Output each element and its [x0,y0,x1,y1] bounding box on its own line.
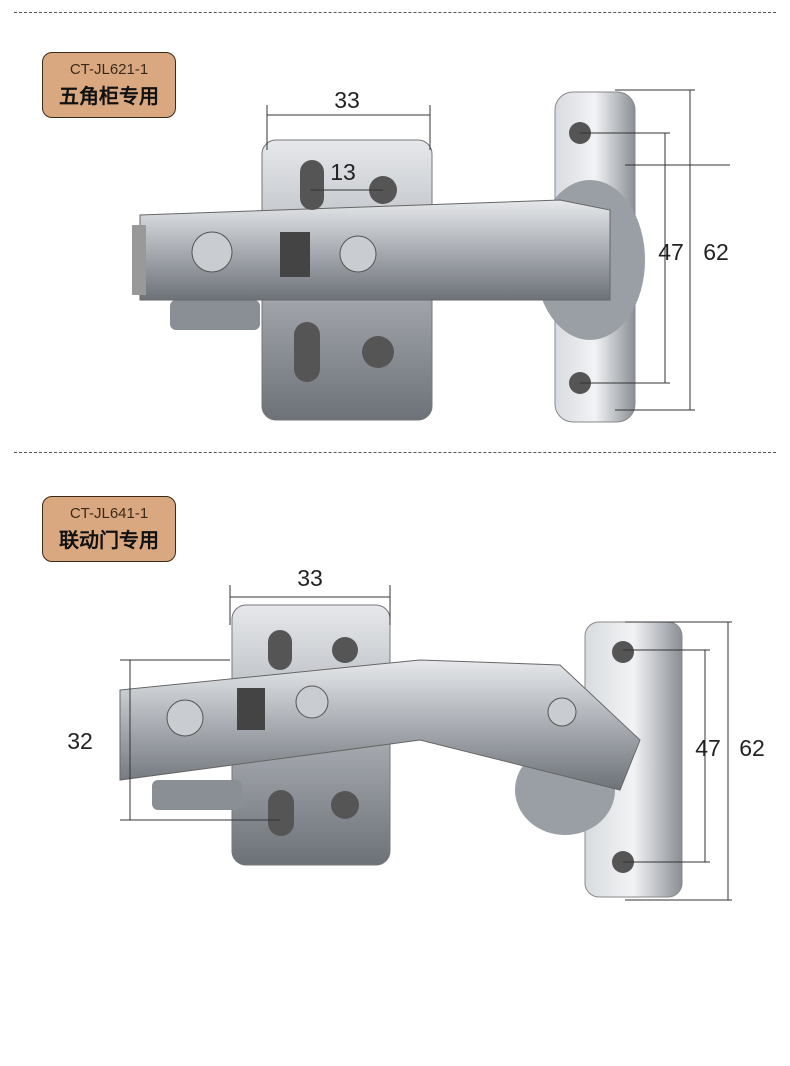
usage-label: 联动门专用 [59,528,159,552]
product-badge-1: CT-JL621-1 五角柜专用 [42,52,176,118]
dim-width-2: 33 [297,565,323,591]
product-badge-2: CT-JL641-1 联动门专用 [42,496,176,562]
model-label: CT-JL621-1 [69,61,149,78]
hinge-1-dimensions [266,89,730,411]
usage-label: 五角柜专用 [59,84,159,108]
divider-top [14,12,776,13]
dim-outer-height-2: 62 [739,735,765,761]
dim-inner-height-1: 47 [658,239,684,265]
divider-middle [14,452,776,453]
dim-slot-1: 13 [330,159,356,185]
model-label: CT-JL641-1 [69,505,149,522]
dim-inner-height-2: 47 [695,735,721,761]
dim-outer-height-1: 62 [703,239,729,265]
dim-arm-height-2: 32 [67,728,93,754]
dim-width-1: 33 [334,87,360,113]
hinge-2-image [119,604,683,898]
hinge-2-dimensions [120,585,732,901]
hinge-1-image [132,91,645,423]
